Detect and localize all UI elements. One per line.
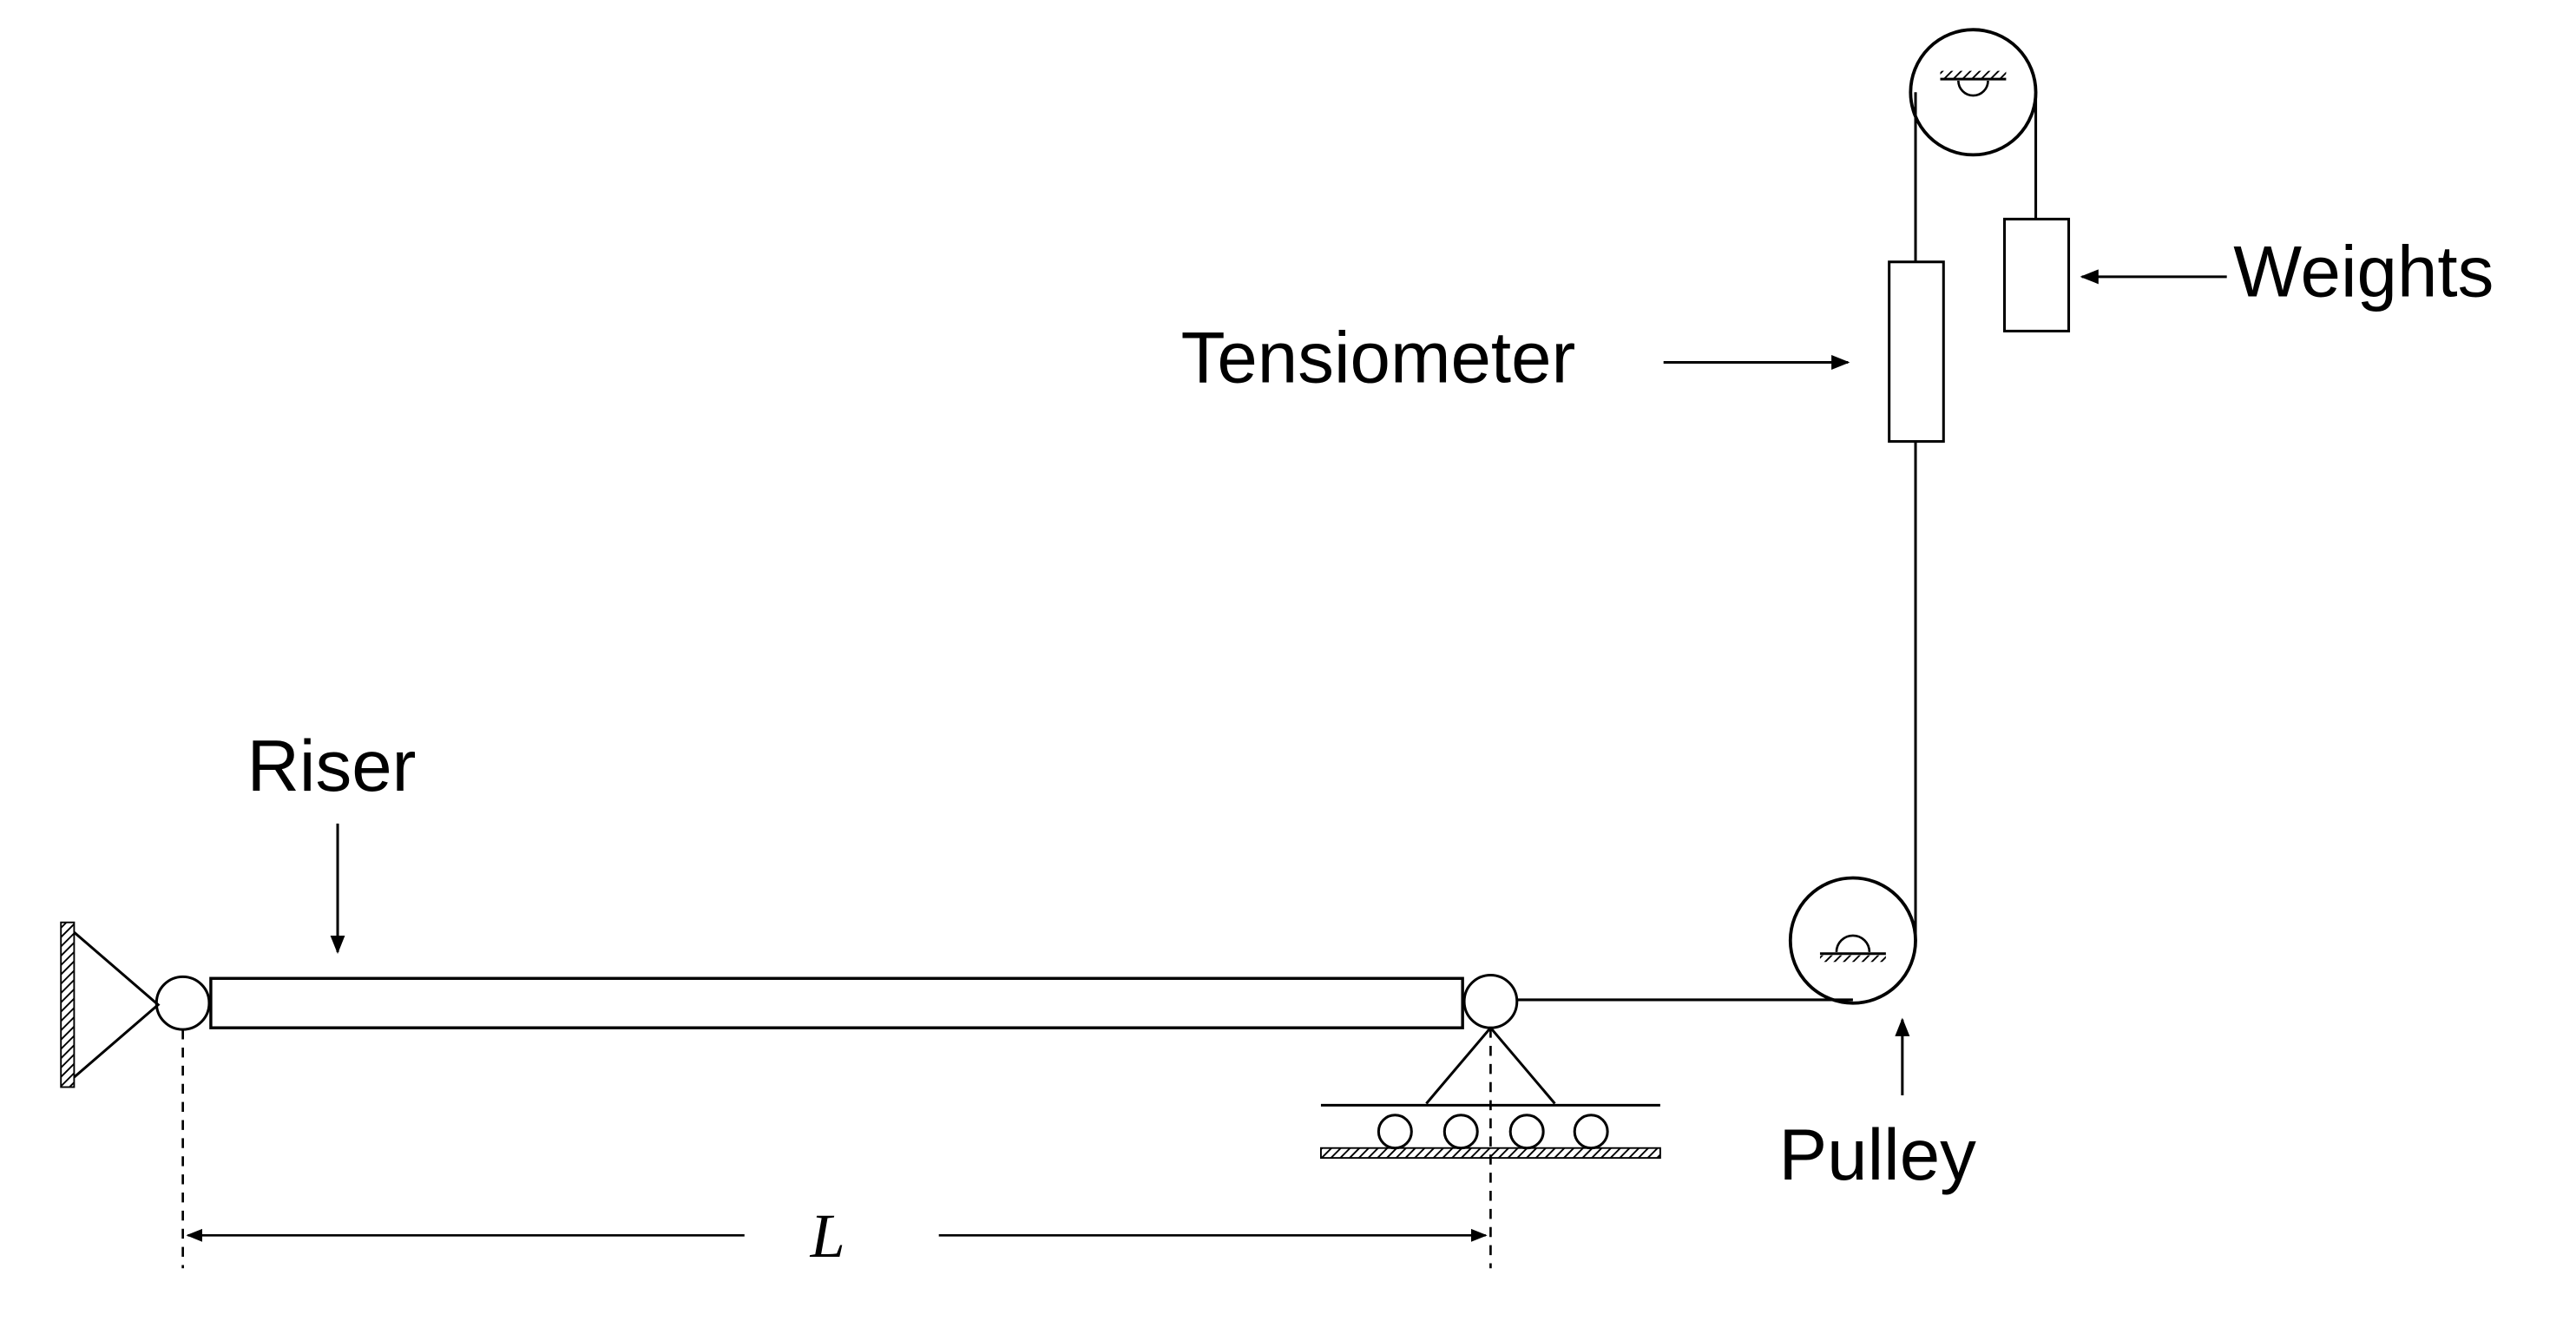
riser-beam <box>209 976 1464 1029</box>
upper-pulley <box>1909 28 2038 157</box>
pulley-label: Pulley <box>1779 1114 1977 1195</box>
pin-support <box>60 921 161 1088</box>
weights-box <box>2002 217 2071 332</box>
right-hinge <box>1462 973 1519 1029</box>
tensiometer-box <box>1888 260 1945 444</box>
pin-triangle <box>73 930 161 1079</box>
length-label: L <box>810 1201 845 1271</box>
weights-label: Weights <box>2233 231 2494 312</box>
wall-hatch <box>60 921 76 1088</box>
riser-label: Riser <box>247 725 417 806</box>
tensiometer-label: Tensiometer <box>1181 316 1576 398</box>
left-hinge <box>154 975 211 1031</box>
dimension-L <box>181 1028 1492 1269</box>
lower-pulley <box>1788 876 1917 1005</box>
